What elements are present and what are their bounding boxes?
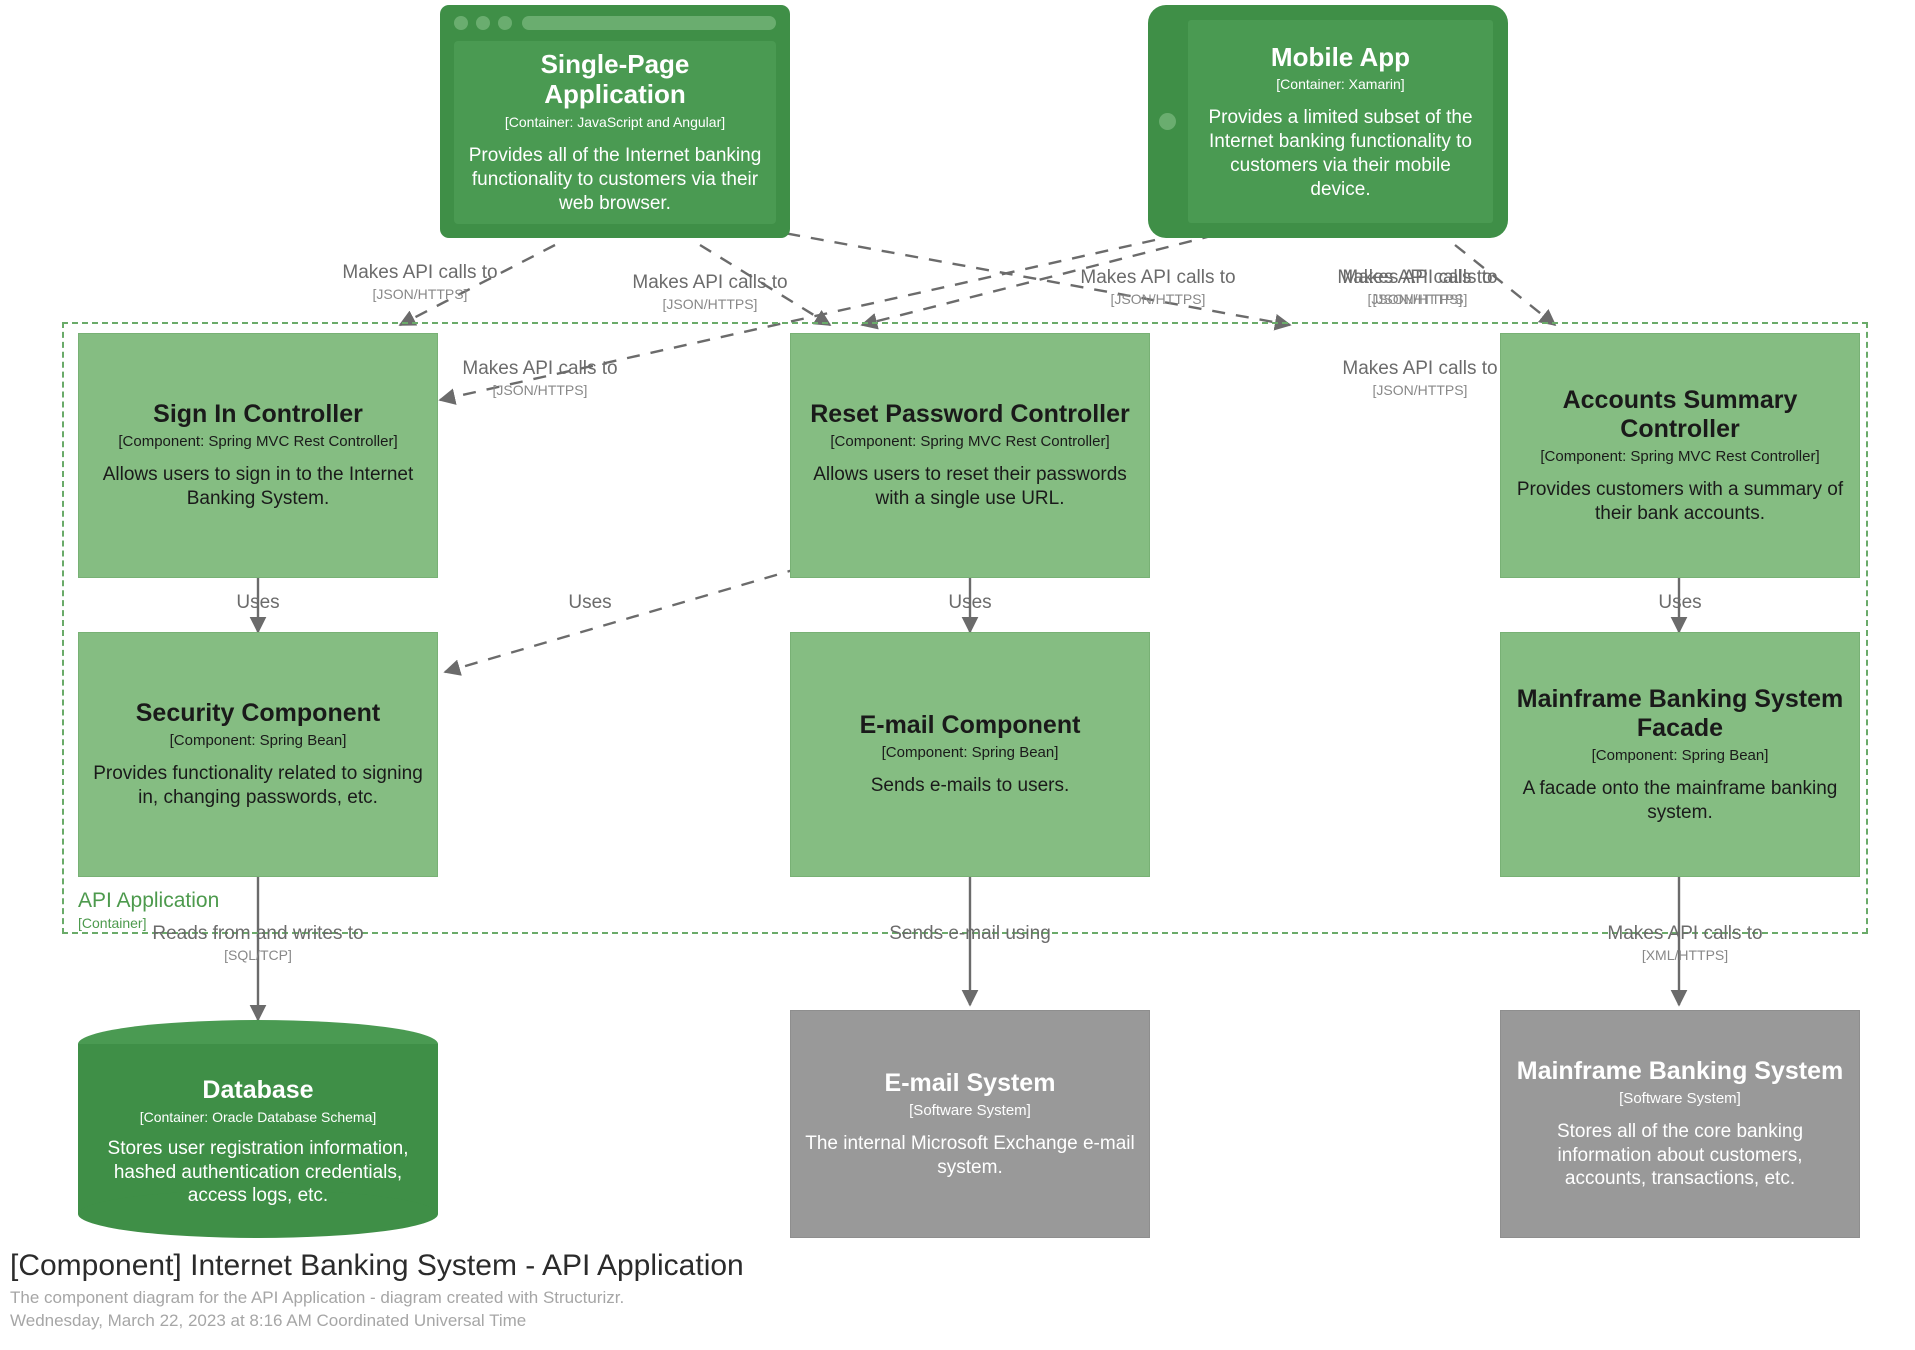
node-tech: [Component: Spring MVC Rest Controller]	[118, 433, 398, 451]
diagram-title-block: [Component] Internet Banking System - AP…	[10, 1248, 744, 1333]
boundary-name: API Application	[78, 889, 220, 912]
node-description: Sends e-mails to users.	[870, 775, 1070, 797]
node-tech: [Component: Spring Bean]	[881, 744, 1059, 762]
browser-dot-1	[454, 16, 468, 30]
mobile-home-button-icon	[1159, 113, 1176, 130]
node-title: E-mail System	[884, 1068, 1056, 1097]
diagram-timestamp: Wednesday, March 22, 2023 at 8:16 AM Coo…	[10, 1311, 527, 1331]
boundary-api-application	[62, 322, 1868, 934]
node-tech: [Component: Spring Bean]	[1591, 746, 1769, 764]
browser-viewport	[454, 41, 776, 224]
edge-spa-to-resetpw	[699, 243, 832, 327]
node-email-system[interactable]: E-mail System [Software System] The inte…	[790, 1010, 1150, 1238]
diagram-subtitle: The component diagram for the API Applic…	[10, 1288, 625, 1308]
node-spa-content: Single-Page Application [Container: Java…	[454, 41, 776, 224]
mobile-screen	[1188, 20, 1493, 223]
node-single-page-application[interactable]: Single-Page Application [Container: Java…	[440, 5, 790, 238]
node-title: Mainframe Banking System Facade	[1516, 684, 1844, 742]
node-tech: [Container: Oracle Database Schema]	[139, 1108, 377, 1125]
node-title: Single-Page Application	[540, 49, 690, 110]
node-tech: [Container: JavaScript and Angular]	[504, 113, 726, 130]
node-tech: [Container: Xamarin]	[1276, 75, 1405, 92]
node-description: The internal Microsoft Exchange e-mail s…	[805, 1132, 1135, 1178]
node-description: Stores user registration information, ha…	[107, 1137, 409, 1207]
node-description: Provides functionality related to signin…	[93, 763, 423, 808]
node-title: Mainframe Banking System	[1516, 1056, 1844, 1085]
node-database[interactable]: Database [Container: Oracle Database Sch…	[78, 1020, 438, 1238]
node-tech: [Component: Spring MVC Rest Controller]	[830, 433, 1110, 451]
node-sign-in-controller[interactable]: Sign In Controller [Component: Spring MV…	[78, 333, 438, 578]
boundary-label-api-application: API Application [Container]	[78, 890, 219, 930]
node-mobile-app[interactable]: Mobile App [Container: Xamarin] Provides…	[1148, 5, 1508, 238]
node-title: Mobile App	[1270, 41, 1411, 72]
node-description: Allows users to reset their passwords wi…	[813, 464, 1127, 509]
node-database-content: Database [Container: Oracle Database Sch…	[78, 1020, 438, 1238]
node-description: A facade onto the mainframe banking syst…	[1522, 777, 1838, 823]
node-reset-password-controller[interactable]: Reset Password Controller [Component: Sp…	[790, 333, 1150, 578]
node-mainframe-banking-system[interactable]: Mainframe Banking System [Software Syste…	[1500, 1010, 1860, 1238]
node-mainframe-banking-system-facade[interactable]: Mainframe Banking System Facade [Compone…	[1500, 632, 1860, 877]
node-tech: [Software System]	[1619, 1089, 1741, 1107]
node-title: Accounts Summary Controller	[1562, 385, 1798, 443]
browser-dot-2	[476, 16, 490, 30]
node-description: Provides all of the Internet banking fun…	[468, 145, 762, 214]
browser-address-bar	[522, 16, 776, 30]
node-title: E-mail Component	[859, 711, 1081, 740]
node-description: Provides a limited subset of the Interne…	[1208, 107, 1473, 200]
node-title: Database	[202, 1075, 314, 1104]
node-tech: [Component: Spring MVC Rest Controller]	[1540, 447, 1820, 465]
node-mobile-content: Mobile App [Container: Xamarin] Provides…	[1188, 20, 1493, 223]
node-tech: [Software System]	[909, 1101, 1031, 1119]
node-title: Sign In Controller	[153, 400, 363, 429]
diagram-title: [Component] Internet Banking System - AP…	[10, 1249, 744, 1282]
node-title: Security Component	[135, 699, 381, 728]
cylinder-bottom-ellipse	[78, 1190, 438, 1238]
node-email-component[interactable]: E-mail Component [Component: Spring Bean…	[790, 632, 1150, 877]
node-description: Allows users to sign in to the Internet …	[102, 464, 414, 509]
boundary-tech: [Container]	[78, 915, 147, 931]
edge-spa-to-signin	[398, 243, 556, 327]
node-accounts-summary-controller[interactable]: Accounts Summary Controller [Component: …	[1500, 333, 1860, 578]
node-security-component[interactable]: Security Component [Component: Spring Be…	[78, 632, 438, 877]
edge-spa-to-accounts	[739, 223, 1292, 331]
browser-dot-3	[498, 16, 512, 30]
node-description: Provides customers with a summary of the…	[1516, 478, 1844, 524]
node-description: Stores all of the core banking informati…	[1556, 1120, 1804, 1190]
edge-mobile-to-signin	[438, 238, 1156, 405]
edge-mobile-to-resetpw	[860, 233, 1216, 330]
node-tech: [Component: Spring Bean]	[169, 732, 347, 750]
cylinder-body	[78, 1044, 438, 1214]
node-title: Reset Password Controller	[810, 400, 1130, 429]
edge-mobile-to-accounts	[1454, 244, 1557, 327]
